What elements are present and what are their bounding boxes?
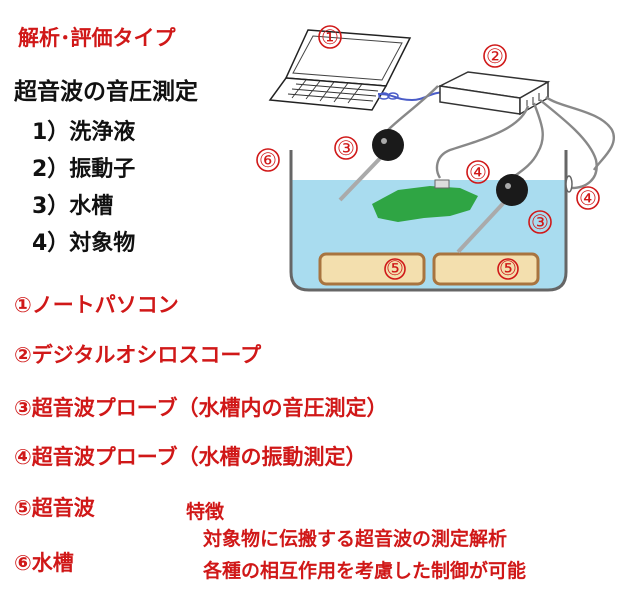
- transducer-right-icon: [432, 252, 540, 286]
- callout-laptop: ①: [318, 25, 342, 49]
- condition-item: 4）対象物: [32, 231, 136, 256]
- legend-item-ultrasound: ⑤超音波: [14, 496, 95, 520]
- svg-text:⑥: ⑥: [259, 148, 277, 172]
- legend-item-laptop: ①ノートパソコン: [14, 293, 179, 317]
- legend-item-tank: ⑥水槽: [14, 551, 74, 575]
- callout-probe-left: ③: [334, 136, 358, 160]
- callout-probe-side: ④: [576, 186, 600, 210]
- callout-oscilloscope: ②: [483, 44, 507, 68]
- section-heading: 超音波の音圧測定: [14, 79, 198, 105]
- legend-item-oscilloscope: ②デジタルオシロスコープ: [14, 343, 262, 367]
- oscilloscope-icon: [437, 71, 551, 116]
- feature-line: 各種の相互作用を考慮した制御が可能: [203, 560, 527, 582]
- features-title: 特徴: [186, 501, 225, 523]
- condition-item: 3）水槽: [32, 194, 114, 219]
- legend-item-probe-vibration: ④超音波プローブ（水槽の振動測定）: [14, 445, 367, 469]
- svg-text:③: ③: [531, 210, 549, 234]
- legend-item-probe-pressure: ③超音波プローブ（水槽内の音圧測定）: [14, 396, 388, 420]
- laptop-icon: [268, 29, 412, 111]
- condition-item: 1）洗浄液: [32, 120, 136, 145]
- probe-cables: [387, 85, 615, 190]
- probe-center-icon: [434, 179, 450, 189]
- callout-probe-right: ③: [528, 210, 552, 234]
- transducer-left-icon: [318, 252, 426, 286]
- callout-tank: ⑥: [256, 148, 280, 172]
- svg-text:④: ④: [469, 160, 487, 184]
- callout-transducer-right: ⑤: [497, 256, 519, 280]
- page-title: 解析･評価タイプ: [18, 26, 176, 50]
- probe-right-icon: [456, 174, 528, 254]
- condition-item: 2）振動子: [32, 157, 136, 182]
- svg-text:⑤: ⑤: [499, 256, 517, 280]
- probe-left-icon: [338, 129, 404, 202]
- callout-transducer-left: ⑤: [384, 256, 406, 280]
- svg-text:②: ②: [486, 44, 504, 68]
- svg-text:⑤: ⑤: [386, 256, 404, 280]
- callout-probe-center: ④: [466, 160, 490, 184]
- svg-text:④: ④: [579, 186, 597, 210]
- tank-icon: [289, 150, 568, 292]
- probe-side-icon: [565, 175, 573, 193]
- target-object-icon: [372, 186, 478, 222]
- feature-line: 対象物に伝搬する超音波の測定解析: [203, 528, 508, 550]
- svg-text:③: ③: [337, 136, 355, 160]
- svg-text:①: ①: [321, 25, 339, 49]
